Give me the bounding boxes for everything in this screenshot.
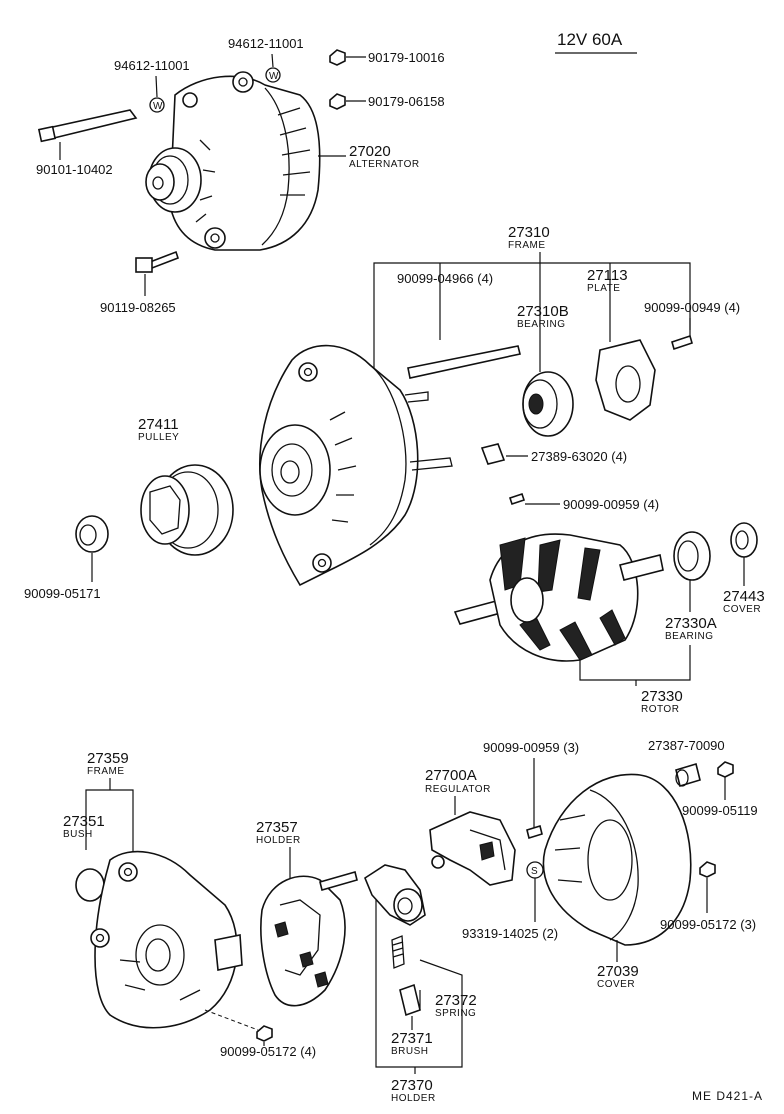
part-name-plate: PLATE <box>587 283 620 294</box>
part-name-bearing-27310b: BEARING <box>517 319 566 330</box>
part-name-regulator: REGULATOR <box>425 784 491 795</box>
washer-icon: W <box>153 101 163 112</box>
washer-icon: W <box>269 71 279 82</box>
part-number-27359: 27359 <box>87 750 129 767</box>
part-number-27351: 27351 <box>63 813 105 830</box>
rectifier-end-frame-drawing <box>75 850 243 1029</box>
pulley-drawing <box>140 464 234 556</box>
part-number-90099-05119: 90099-05119 <box>682 803 758 818</box>
part-number-27357: 27357 <box>256 819 298 836</box>
part-number-90179-06158: 90179-06158 <box>368 94 445 109</box>
nut-icon <box>256 1025 273 1042</box>
part-number-27389-63020: 27389-63020 (4) <box>531 449 627 464</box>
terminal-insulator-drawing <box>480 443 506 465</box>
screw-icon <box>526 824 543 840</box>
part-number-90099-04966: 90099-04966 (4) <box>397 271 493 286</box>
part-number-94612-right: 94612-11001 <box>228 36 304 51</box>
part-name-alternator: ALTERNATOR <box>349 159 420 170</box>
part-name-spring: SPRING <box>435 1008 476 1019</box>
terminal-insulator-rear-drawing <box>675 761 734 788</box>
part-number-93319-14025: 93319-14025 (2) <box>462 926 558 941</box>
part-number-27387-70090: 27387-70090 <box>648 738 725 753</box>
part-name-bearing-27330a: BEARING <box>665 631 714 642</box>
part-number-27330a: 27330A <box>665 615 717 632</box>
rear-cover-drawing <box>542 773 692 946</box>
part-name-pulley: PULLEY <box>138 432 179 443</box>
part-number-27411: 27411 <box>138 416 179 433</box>
drawing-reference: ME D421-A <box>692 1089 763 1103</box>
part-number-90099-05171: 90099-05171 <box>24 586 101 601</box>
regulator-drawing <box>429 811 516 886</box>
part-number-27039: 27039 <box>597 963 639 980</box>
alternator-assembly-drawing <box>37 71 321 273</box>
drive-end-frame-drawing <box>259 344 521 587</box>
screw-icon <box>508 492 526 506</box>
pulley-nut-drawing <box>75 515 109 553</box>
part-number-90099-00959-4: 90099-00959 (4) <box>563 497 659 512</box>
part-name-holder-27370: HOLDER <box>391 1093 436 1104</box>
part-number-90099-00959-3: 90099-00959 (3) <box>483 740 579 755</box>
part-number-90101-10402: 90101-10402 <box>36 162 113 177</box>
washer-s-icon: S <box>526 861 544 879</box>
part-name-bush: BUSH <box>63 829 93 840</box>
part-name-cover-27039: COVER <box>597 979 635 990</box>
part-name-frame-27359: FRAME <box>87 766 125 777</box>
rectifier-holder-drawing <box>260 871 358 1007</box>
part-number-27310b: 27310B <box>517 303 569 320</box>
part-number-90119-08265: 90119-08265 <box>100 300 176 315</box>
bearing-and-plate-drawing <box>522 318 693 437</box>
part-number-90099-05172-4: 90099-05172 (4) <box>220 1044 316 1059</box>
rotor-drawing <box>453 533 664 662</box>
part-number-27372: 27372 <box>435 992 477 1009</box>
part-name-rotor: ROTOR <box>641 704 679 715</box>
part-number-27113: 27113 <box>587 267 628 284</box>
part-name-frame-27310: FRAME <box>508 240 546 251</box>
part-number-27310: 27310 <box>508 224 550 241</box>
part-number-94612-left: 94612-11001 <box>114 58 190 73</box>
nut-icon <box>699 861 716 878</box>
part-number-27371: 27371 <box>391 1030 433 1047</box>
brush-holder-drawing <box>364 864 426 1017</box>
spring-washer-icon: S <box>531 866 538 877</box>
part-number-90179-10016: 90179-10016 <box>368 50 445 65</box>
part-number-27370: 27370 <box>391 1077 433 1094</box>
part-number-27020: 27020 <box>349 143 391 160</box>
part-name-brush: BRUSH <box>391 1046 429 1057</box>
diagram-title: 12V 60A <box>557 30 623 49</box>
part-number-27330: 27330 <box>641 688 683 705</box>
washer-icons-top: W W <box>149 49 346 113</box>
part-number-90099-05172-3: 90099-05172 (3) <box>660 917 756 932</box>
part-name-holder-27357: HOLDER <box>256 835 301 846</box>
part-number-90099-00949: 90099-00949 (4) <box>644 300 740 315</box>
part-name-cover-27443: COVER <box>723 604 761 615</box>
part-number-27700a: 27700A <box>425 767 477 784</box>
part-number-27443: 27443 <box>723 588 765 605</box>
nut-icon <box>329 49 346 66</box>
nut-icon <box>329 93 346 110</box>
